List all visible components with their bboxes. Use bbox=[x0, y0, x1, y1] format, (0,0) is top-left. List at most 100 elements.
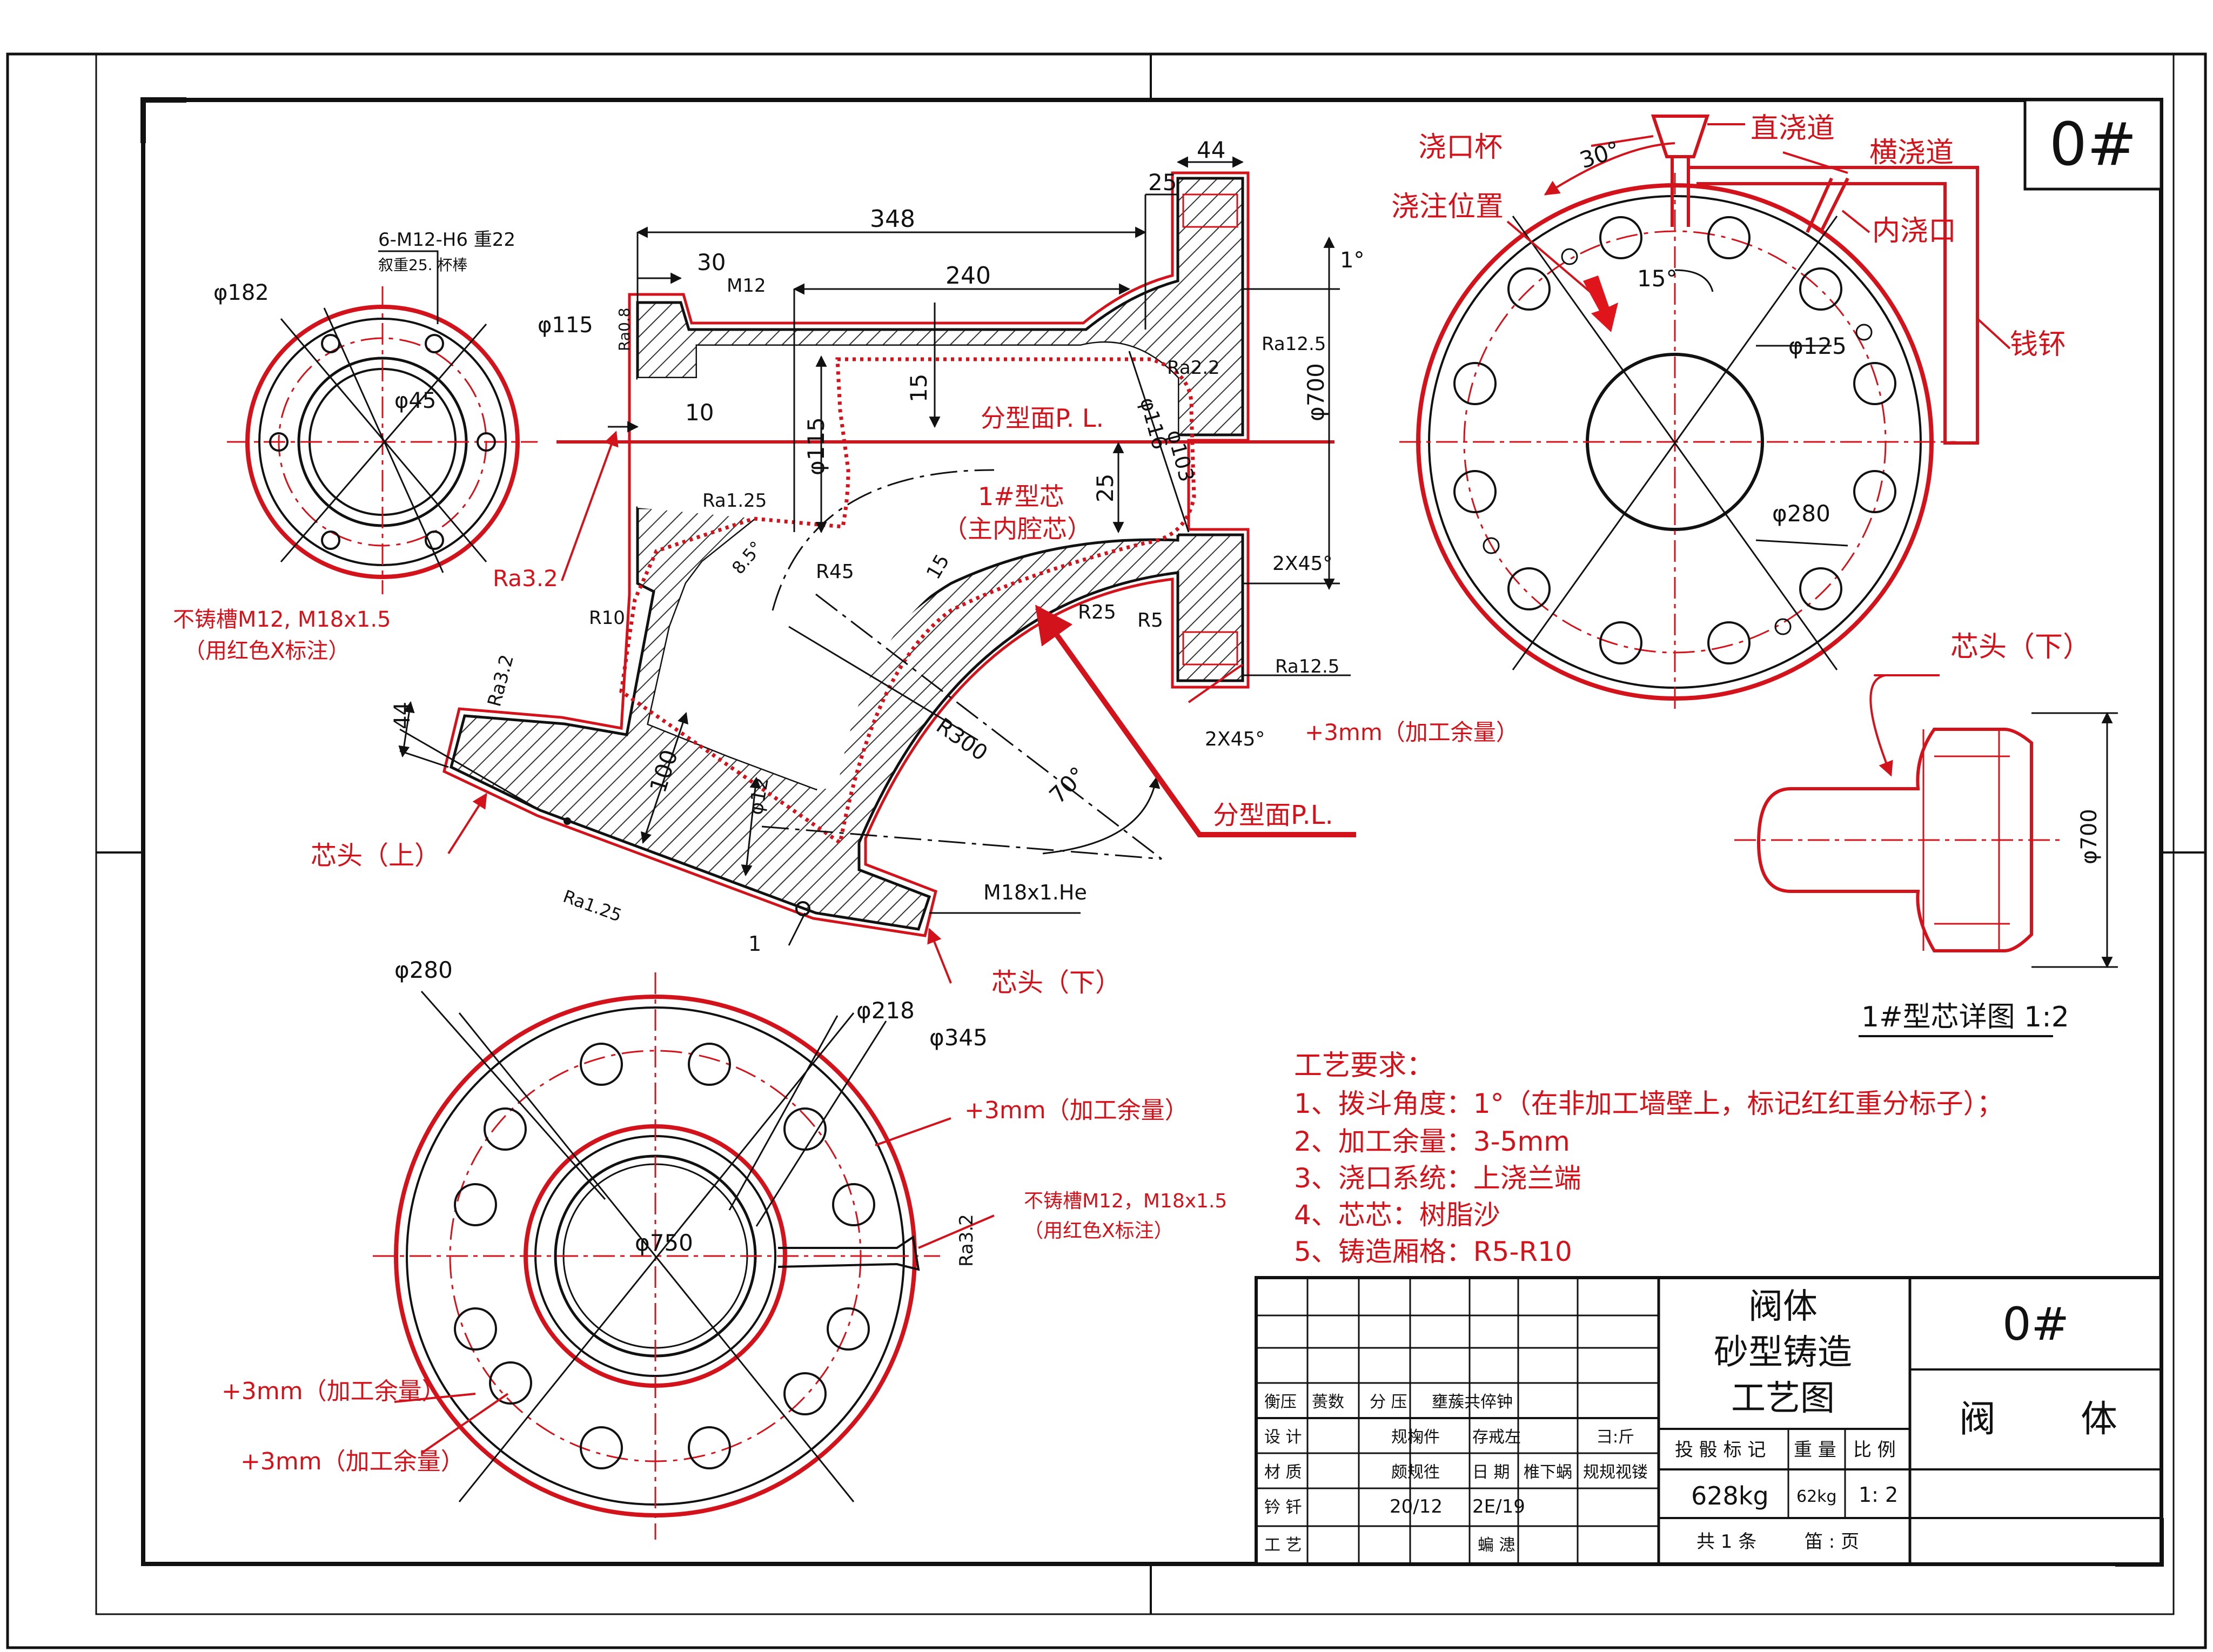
dim-d45: φ45 bbox=[394, 388, 436, 413]
roughness-ra32-core: Ra3.2 bbox=[484, 653, 518, 709]
bottom-not-cast-sub: （用红色X标注） bbox=[1024, 1220, 1173, 1242]
core-outline bbox=[619, 357, 1196, 846]
bottom-not-cast-note: 不铸槽M12，M18x1.5 bbox=[1024, 1190, 1227, 1212]
tb-r2-c3: 规椈件 bbox=[1391, 1428, 1440, 1447]
tb-header-weight: 重 量 bbox=[1794, 1439, 1836, 1461]
not-cast-note-sub: （用红色X标注） bbox=[184, 639, 350, 663]
ingate-label: 内浇口 bbox=[1872, 215, 1956, 247]
roughness-ra125-inner: Ra1.25 bbox=[702, 490, 767, 512]
tb-r2-c4: 存戒左 bbox=[1472, 1428, 1521, 1447]
tb-r3-c6: 规规视镂 bbox=[1583, 1463, 1648, 1482]
runner-label: 横浇道 bbox=[1869, 137, 1954, 169]
radius-r300: R300 bbox=[931, 714, 992, 766]
core-detail-view: 芯头（下） φ700 1#型芯详图 1:2 bbox=[1734, 631, 2118, 1037]
title-part-short: 阀 bbox=[1959, 1398, 1996, 1441]
tb-sheets: 共 1 条 bbox=[1696, 1531, 1756, 1553]
parting-line-label: 分型面P. L. bbox=[981, 404, 1104, 433]
dim-d182: φ182 bbox=[213, 280, 269, 305]
machining-allowance-section: +3mm（加工余量） bbox=[1305, 719, 1519, 746]
tb-r5-c1: 工 艺 bbox=[1264, 1536, 1302, 1555]
requirement-3: 3、浇口系统：上浇兰端 bbox=[1294, 1163, 1581, 1194]
bottom-flange-view: φ280 φ218 φ345 +3mm（加工余量） 不铸槽M12，M18x1.5… bbox=[222, 957, 1227, 1540]
parting-line-bottom: 分型面P.L. bbox=[1213, 800, 1333, 830]
tb-mass-2: 62kg bbox=[1796, 1487, 1837, 1506]
tb-r1-c3: 分 压 bbox=[1370, 1393, 1407, 1412]
bottom-allowance-2: +3mm（加工余量） bbox=[222, 1378, 446, 1405]
title-process: 砂型铸造 bbox=[1714, 1333, 1852, 1373]
inner-cavity bbox=[638, 343, 1178, 789]
bottom-bolt-hole-icon bbox=[454, 1043, 875, 1469]
section-view: 348 30 M12 240 44 25 1° Ra0.8 10 15 φ115… bbox=[311, 137, 1519, 998]
bolt-hole-icon bbox=[269, 334, 496, 550]
radius-r25: R25 bbox=[1078, 601, 1116, 623]
chamfer-2x45-a: 2X45° bbox=[1272, 553, 1332, 575]
tb-r2-c1: 设 计 bbox=[1264, 1428, 1302, 1447]
tb-r3-c5: 椎下蜗 bbox=[1524, 1463, 1572, 1482]
tb-mass: 628kg bbox=[1691, 1481, 1769, 1510]
dim-25: 25 bbox=[1148, 169, 1177, 196]
bottom-dim-d280: φ280 bbox=[394, 957, 453, 983]
core-head-bottom-label: 芯头（下） bbox=[991, 968, 1121, 998]
core-1-label: 1#型芯 bbox=[978, 482, 1064, 511]
title-part-name: 阀体 bbox=[1748, 1287, 1818, 1327]
sprue-label: 直浇道 bbox=[1751, 112, 1835, 145]
sheet-number-box: 0# bbox=[2023, 98, 2163, 191]
roughness-ra125-top: Ra12.5 bbox=[1262, 333, 1326, 355]
requirement-1: 1、拨斗角度：1°（在非加工墙壁上，标记红红重分标子）； bbox=[1294, 1088, 2004, 1119]
holes-label: 6-M12-H6 重22 bbox=[378, 229, 515, 251]
title-block: 阀体 砂型铸造 工艺图 0# 阀 体 衡压 蒉数 分 压 壅蔟共倅钟 设 计 规… bbox=[1255, 1276, 2163, 1566]
tb-r1-c1: 衡压 bbox=[1264, 1393, 1297, 1412]
bottom-dim-d218: φ218 bbox=[856, 997, 915, 1024]
left-end-view: 6-M12-H6 重22 叙重25. 杯棒 φ182 φ115 φ45 不铸槽M… bbox=[173, 229, 593, 663]
tb-r3-c3: 颇规徃 bbox=[1391, 1463, 1440, 1482]
pouring-cup-label: 浇口杯 bbox=[1418, 131, 1503, 164]
roughness-ra125-bottom: Ra12.5 bbox=[1275, 656, 1339, 677]
roughness-ra32-callout: Ra3.2 bbox=[493, 565, 558, 592]
cup-angle-30: 30° bbox=[1577, 136, 1623, 174]
bottom-dim-d345: φ345 bbox=[929, 1024, 988, 1051]
crucible-label: 钱钚 bbox=[2010, 328, 2066, 361]
requirements-heading: 工艺要求： bbox=[1294, 1050, 1434, 1082]
thread-m18: M18x1.He bbox=[983, 881, 1087, 904]
roughness-ra125-flange: Ra1.25 bbox=[560, 886, 625, 926]
dim-44: 44 bbox=[1197, 137, 1225, 163]
pour-position-label: 浇注位置 bbox=[1391, 191, 1504, 223]
holes-sub-label: 叙重25. 杯棒 bbox=[378, 256, 467, 274]
tb-header-mark: 投 骰 标 记 bbox=[1675, 1439, 1766, 1461]
core-detail-title: 1#型芯详图 1:2 bbox=[1861, 1001, 2069, 1033]
bottom-allowance-1: +3mm（加工余量） bbox=[964, 1097, 1189, 1124]
title-part-short-b: 体 bbox=[2081, 1398, 2117, 1441]
radius-r10: R10 bbox=[589, 607, 625, 629]
tb-r3-c1: 材 质 bbox=[1264, 1463, 1302, 1482]
roughness-ra08: Ra0.8 bbox=[615, 307, 633, 351]
thread-m12: M12 bbox=[727, 275, 766, 297]
not-cast-note: 不铸槽M12, M18x1.5 bbox=[173, 607, 391, 632]
flange-bolt-hole-icon bbox=[1453, 216, 1896, 664]
tb-r4-c1: 钤 钎 bbox=[1264, 1498, 1302, 1517]
dim-10: 10 bbox=[685, 399, 714, 426]
tb-r1-c2: 蒉数 bbox=[1312, 1393, 1344, 1412]
dim-d115: φ115 bbox=[538, 313, 593, 338]
angle-70: 70° bbox=[1044, 762, 1091, 809]
chamfer-2x45-b: 2X45° bbox=[1205, 728, 1265, 750]
dim-15: 15 bbox=[906, 374, 932, 402]
dim-d700: φ700 bbox=[1303, 363, 1329, 421]
bottom-roughness-ra32: Ra3.2 bbox=[956, 1214, 977, 1267]
tb-page: 笛 : 页 bbox=[1805, 1531, 1859, 1553]
title-sheet-number: 0# bbox=[2002, 1298, 2069, 1351]
bottom-allowance-3: +3mm（加工余量） bbox=[240, 1448, 465, 1475]
dim-44-b: 44 bbox=[390, 702, 415, 729]
bottom-dim-d750: φ750 bbox=[635, 1230, 693, 1256]
dim-348: 348 bbox=[870, 205, 915, 233]
requirement-4: 4、芯芯：树脂沙 bbox=[1294, 1199, 1500, 1231]
dim-240: 240 bbox=[945, 262, 991, 290]
dim-d115-section: φ115 bbox=[803, 417, 829, 475]
allowance-outline bbox=[442, 171, 1250, 937]
tb-r4-c3: 20/12 bbox=[1390, 1496, 1443, 1517]
item-1: 1 bbox=[748, 932, 761, 956]
dim-30: 30 bbox=[697, 249, 726, 276]
dim-d125: φ125 bbox=[1788, 333, 1847, 359]
radius-r5: R5 bbox=[1137, 609, 1163, 632]
process-requirements: 工艺要求： 1、拨斗角度：1°（在非加工墙壁上，标记红红重分标子）； 2、加工余… bbox=[1294, 1050, 2004, 1267]
